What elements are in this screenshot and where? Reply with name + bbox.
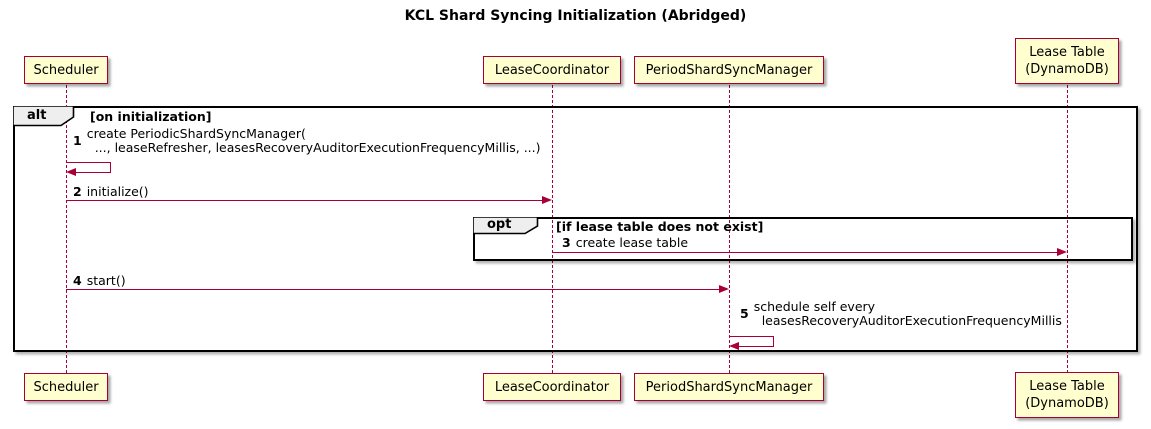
arrowhead-right-icon bbox=[1057, 248, 1067, 256]
participant-periodshardsyncmanager-bottom: PeriodShardSyncManager bbox=[634, 373, 824, 401]
message-text: create lease table bbox=[575, 235, 689, 250]
message-text: schedule self every bbox=[753, 299, 876, 314]
message-number: 2 bbox=[73, 184, 82, 199]
message-3: 3 create lease table bbox=[562, 236, 688, 250]
participant-label: (DynamoDB) bbox=[1025, 62, 1109, 77]
opt-frame: opt bbox=[472, 216, 1133, 261]
arrow-line bbox=[552, 252, 1059, 254]
frame-operator: alt bbox=[27, 108, 47, 123]
message-1: 1 create PeriodicShardSyncManager( ..., … bbox=[73, 127, 541, 155]
arrow-line bbox=[66, 289, 721, 291]
participant-label: (DynamoDB) bbox=[1025, 396, 1109, 411]
self-arrow-top bbox=[66, 162, 111, 164]
message-5: 5 schedule self every leasesRecoveryAudi… bbox=[740, 300, 1062, 328]
participant-label: PeriodShardSyncManager bbox=[645, 62, 813, 78]
alt-frame: alt bbox=[12, 105, 1138, 352]
message-2: 2 initialize() bbox=[73, 185, 149, 199]
alt-frame-label: alt bbox=[12, 105, 75, 127]
participant-label: Lease Table bbox=[1029, 45, 1105, 60]
message-number: 4 bbox=[73, 273, 82, 288]
arrowhead-left-icon bbox=[729, 342, 739, 350]
participant-leasetable-top: Lease Table (DynamoDB) bbox=[1015, 38, 1119, 84]
self-arrow-side bbox=[110, 162, 112, 173]
message-number: 3 bbox=[562, 235, 571, 250]
self-arrow-top bbox=[729, 336, 774, 338]
message-text: leasesRecoveryAuditorExecutionFrequencyM… bbox=[761, 313, 1062, 328]
self-arrow-side bbox=[773, 336, 775, 347]
lifeline-scheduler bbox=[66, 85, 67, 373]
participant-label: PeriodShardSyncManager bbox=[645, 379, 813, 395]
participant-leasetable-bottom: Lease Table (DynamoDB) bbox=[1015, 372, 1119, 418]
self-arrow-bottom bbox=[74, 172, 111, 174]
self-arrow-bottom bbox=[737, 346, 774, 348]
arrowhead-right-icon bbox=[542, 196, 552, 204]
participant-label: LeaseCoordinator bbox=[494, 62, 610, 78]
arrowhead-left-icon bbox=[66, 168, 76, 176]
frame-pentagon bbox=[12, 105, 75, 127]
participant-scheduler-bottom: Scheduler bbox=[24, 373, 108, 401]
participant-leasecoordinator-bottom: LeaseCoordinator bbox=[483, 373, 621, 401]
frame-pentagon bbox=[472, 216, 539, 235]
arrow-line bbox=[66, 200, 544, 202]
message-4: 4 start() bbox=[73, 274, 126, 288]
participant-periodshardsyncmanager-top: PeriodShardSyncManager bbox=[634, 56, 824, 84]
participant-label: Scheduler bbox=[33, 62, 99, 78]
opt-frame-label: opt bbox=[472, 216, 539, 235]
arrowhead-right-icon bbox=[719, 285, 729, 293]
diagram-title: KCL Shard Syncing Initialization (Abridg… bbox=[404, 8, 747, 24]
message-text: start() bbox=[86, 273, 126, 288]
participant-scheduler-top: Scheduler bbox=[24, 56, 108, 84]
alt-guard: [on initialization] bbox=[90, 109, 212, 124]
message-text: ..., leaseRefresher, leasesRecoveryAudit… bbox=[94, 140, 541, 155]
participant-label: Scheduler bbox=[33, 379, 99, 395]
message-number: 5 bbox=[740, 306, 749, 321]
opt-guard: [if lease table does not exist] bbox=[556, 219, 764, 234]
message-text: create PeriodicShardSyncManager( bbox=[86, 126, 306, 141]
participant-leasecoordinator-top: LeaseCoordinator bbox=[483, 56, 621, 84]
lifeline-leasetable bbox=[1067, 85, 1068, 373]
participant-label: Lease Table bbox=[1029, 379, 1105, 394]
participant-label: LeaseCoordinator bbox=[494, 379, 610, 395]
message-text: initialize() bbox=[86, 184, 149, 199]
lifeline-leasecoordinator bbox=[552, 85, 553, 373]
lifeline-periodshardsyncmanager bbox=[729, 85, 730, 373]
frame-operator: opt bbox=[487, 217, 512, 232]
message-number: 1 bbox=[73, 133, 82, 148]
